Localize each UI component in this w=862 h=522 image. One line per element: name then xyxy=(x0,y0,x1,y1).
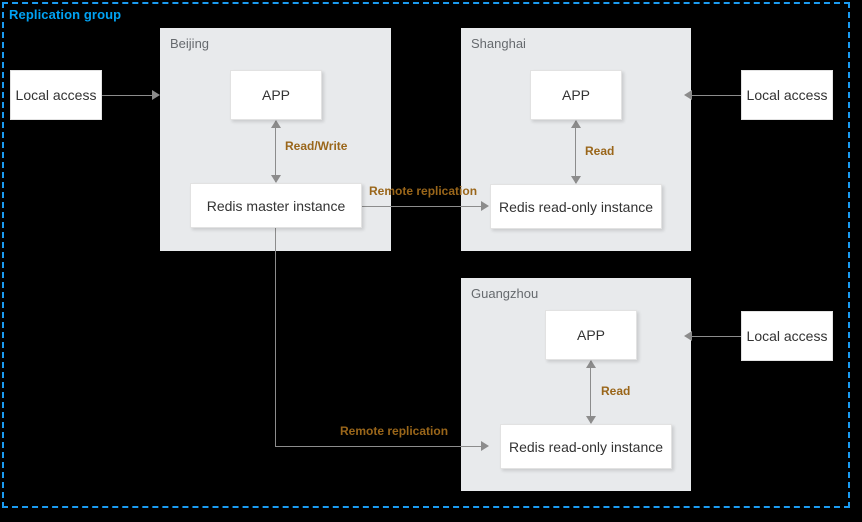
node-local-access-left[interactable]: Local access xyxy=(10,70,102,120)
node-beijing-app[interactable]: APP xyxy=(230,70,322,120)
connector-remote-replication-shanghai xyxy=(362,206,482,207)
node-shanghai-app[interactable]: APP xyxy=(530,70,622,120)
edge-label-guangzhou-read: Read xyxy=(601,384,631,398)
replication-group-frame xyxy=(2,2,850,508)
region-label-beijing: Beijing xyxy=(170,36,210,51)
arrowhead-local-access-to-beijing xyxy=(152,90,160,100)
arrowhead-local-access-to-guangzhou xyxy=(684,331,692,341)
connector-remote-replication-guangzhou-vertical xyxy=(275,228,276,447)
node-local-access-shanghai[interactable]: Local access xyxy=(741,70,833,120)
arrowhead-guangzhou-redis-down xyxy=(586,416,596,424)
edge-label-remote-replication-shanghai: Remote replication xyxy=(369,184,478,198)
node-local-access-guangzhou[interactable]: Local access xyxy=(741,311,833,361)
connector-local-access-to-beijing xyxy=(102,95,152,96)
region-label-shanghai: Shanghai xyxy=(471,36,526,51)
region-label-guangzhou: Guangzhou xyxy=(471,286,539,301)
connector-local-access-to-guangzhou xyxy=(692,336,741,337)
connector-beijing-app-redis xyxy=(275,121,276,182)
arrowhead-shanghai-app-up xyxy=(571,120,581,128)
arrowhead-remote-replication-shanghai xyxy=(481,201,489,211)
replication-group-title: Replication group xyxy=(9,7,122,22)
node-guangzhou-redis-readonly[interactable]: Redis read-only instance xyxy=(500,424,672,469)
edge-label-beijing-read-write: Read/Write xyxy=(285,139,348,153)
node-shanghai-redis-readonly[interactable]: Redis read-only instance xyxy=(490,184,662,229)
edge-label-remote-replication-guangzhou: Remote replication xyxy=(340,424,449,438)
connector-guangzhou-app-redis xyxy=(590,361,591,423)
arrowhead-beijing-redis-down xyxy=(271,175,281,183)
arrowhead-local-access-to-shanghai xyxy=(684,90,692,100)
node-beijing-redis-master[interactable]: Redis master instance xyxy=(190,183,362,228)
arrowhead-remote-replication-guangzhou xyxy=(481,441,489,451)
connector-local-access-to-shanghai xyxy=(692,95,741,96)
connector-remote-replication-guangzhou-horizontal xyxy=(275,446,482,447)
edge-label-shanghai-read: Read xyxy=(585,144,615,158)
arrowhead-guangzhou-app-up xyxy=(586,360,596,368)
connector-shanghai-app-redis xyxy=(575,121,576,183)
arrowhead-shanghai-redis-down xyxy=(571,176,581,184)
arrowhead-beijing-app-up xyxy=(271,120,281,128)
node-guangzhou-app[interactable]: APP xyxy=(545,310,637,360)
